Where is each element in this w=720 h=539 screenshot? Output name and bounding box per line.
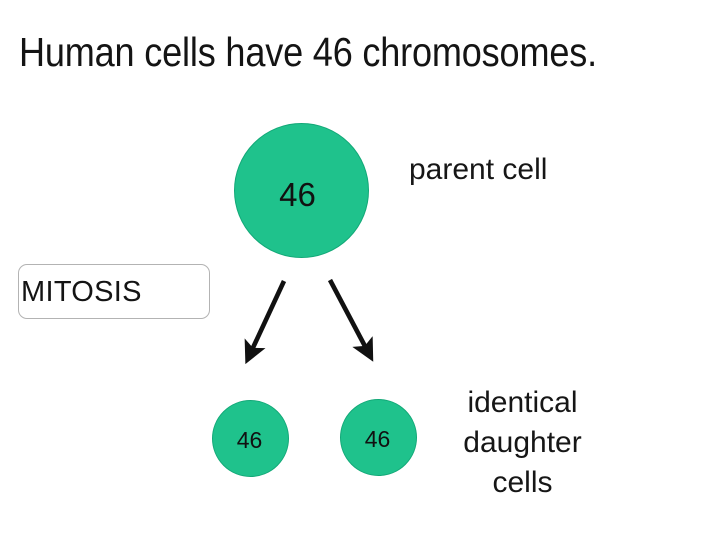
- daughter-cells-label: identical daughter cells: [430, 383, 615, 503]
- daughter-cell-left-chromosome-count: 46: [236, 427, 263, 453]
- parent-cell-label: parent cell: [409, 153, 548, 186]
- parent-cell: 46: [234, 123, 369, 258]
- daughter-cells-label-line-2: daughter: [463, 426, 582, 459]
- daughter-cell-right: 46: [340, 399, 417, 476]
- daughter-cell-left: 46: [212, 400, 289, 477]
- mitosis-label: MITOSIS: [21, 276, 142, 308]
- daughter-cells-label-line-1: identical: [467, 386, 578, 419]
- page-title: Human cells have 46 chromosomes.: [19, 29, 597, 75]
- mitosis-box: [18, 264, 210, 319]
- daughter-cell-right-chromosome-count: 46: [364, 426, 391, 452]
- arrow-to-left-daughter: [244, 280, 287, 365]
- parent-cell-chromosome-count: 46: [279, 176, 316, 213]
- daughter-cells-label-line-3: cells: [492, 466, 553, 499]
- arrow-to-right-daughter: [327, 278, 374, 362]
